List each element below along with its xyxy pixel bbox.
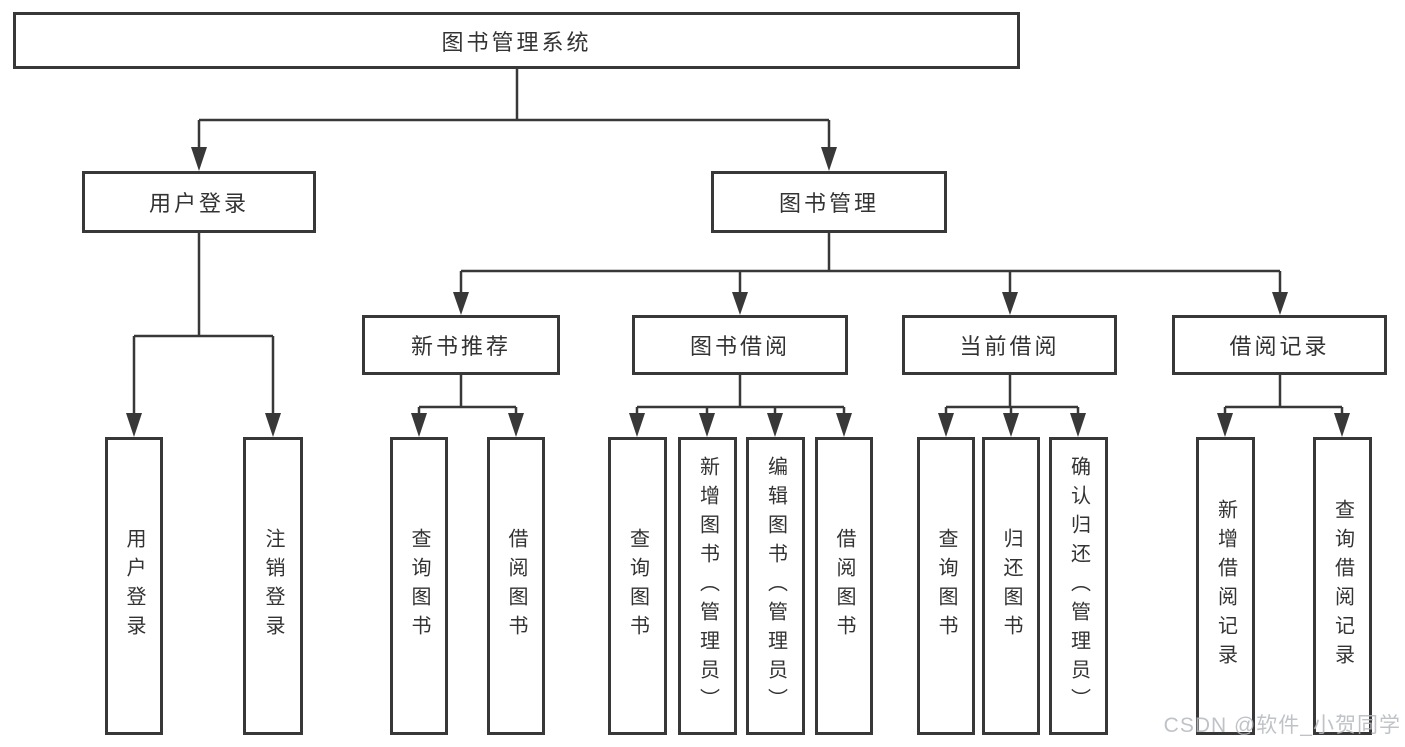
leaf-current-return-books: 归还图书 bbox=[982, 437, 1040, 735]
node-root-label: 图书管理系统 bbox=[441, 29, 592, 55]
leaf-current-confirm-return-admin-label: 确认归还（管理员） bbox=[1067, 455, 1090, 717]
node-current-borrow-label: 当前借阅 bbox=[959, 334, 1060, 359]
leaf-borrow-edit-books-admin: 编辑图书（管理员） bbox=[746, 437, 805, 735]
node-borrow-records: 借阅记录 bbox=[1172, 315, 1387, 375]
connector-new-book-rec-to-leaves bbox=[411, 375, 524, 437]
leaf-logout-label: 注销登录 bbox=[262, 528, 284, 644]
node-new-book-recommend-label: 新书推荐 bbox=[410, 334, 511, 359]
leaf-borrow-query-books: 查询图书 bbox=[608, 437, 667, 735]
connector-borrow-records-to-leaves bbox=[1217, 375, 1350, 437]
leaf-newrec-query-books-label: 查询图书 bbox=[408, 528, 430, 644]
leaf-current-query-books: 查询图书 bbox=[917, 437, 975, 735]
node-borrow-records-label: 借阅记录 bbox=[1229, 334, 1330, 359]
connector-user-login-to-leaves bbox=[126, 233, 281, 437]
node-current-borrow: 当前借阅 bbox=[902, 315, 1117, 375]
leaf-records-add-record-label: 新增借阅记录 bbox=[1214, 499, 1237, 673]
watermark: CSDN @软件_小贺同学 bbox=[1163, 714, 1401, 737]
connector-root-to-level2 bbox=[191, 69, 837, 171]
leaf-logout: 注销登录 bbox=[243, 437, 303, 735]
node-book-management-label: 图书管理 bbox=[778, 191, 879, 216]
leaf-borrow-add-books-admin-label: 新增图书（管理员） bbox=[696, 455, 719, 717]
leaf-newrec-query-books: 查询图书 bbox=[390, 437, 448, 735]
leaf-current-query-books-label: 查询图书 bbox=[935, 528, 957, 644]
leaf-current-return-books-label: 归还图书 bbox=[1000, 528, 1022, 644]
leaf-records-add-record: 新增借阅记录 bbox=[1196, 437, 1255, 735]
node-book-borrow: 图书借阅 bbox=[632, 315, 848, 375]
node-book-borrow-label: 图书借阅 bbox=[689, 334, 790, 359]
leaf-user-login: 用户登录 bbox=[105, 437, 163, 735]
leaf-borrow-edit-books-admin-label: 编辑图书（管理员） bbox=[764, 455, 787, 717]
node-book-management: 图书管理 bbox=[711, 171, 947, 233]
leaf-borrow-borrow-books: 借阅图书 bbox=[815, 437, 873, 735]
leaf-borrow-query-books-label: 查询图书 bbox=[626, 528, 649, 644]
leaf-current-confirm-return-admin: 确认归还（管理员） bbox=[1049, 437, 1108, 735]
node-new-book-recommend: 新书推荐 bbox=[362, 315, 560, 375]
leaf-borrow-add-books-admin: 新增图书（管理员） bbox=[678, 437, 737, 735]
leaf-newrec-borrow-books: 借阅图书 bbox=[487, 437, 545, 735]
connector-current-borrow-to-leaves bbox=[938, 375, 1086, 437]
leaf-user-login-label: 用户登录 bbox=[123, 528, 145, 644]
connector-book-borrow-to-leaves bbox=[629, 375, 852, 437]
leaf-records-query-record: 查询借阅记录 bbox=[1313, 437, 1372, 735]
node-user-login-label: 用户登录 bbox=[148, 191, 249, 216]
leaf-newrec-borrow-books-label: 借阅图书 bbox=[505, 528, 527, 644]
leaf-borrow-borrow-books-label: 借阅图书 bbox=[833, 528, 855, 644]
node-root: 图书管理系统 bbox=[13, 12, 1020, 69]
connector-book-mgmt-to-level3 bbox=[453, 233, 1288, 315]
node-user-login: 用户登录 bbox=[82, 171, 316, 233]
leaf-records-query-record-label: 查询借阅记录 bbox=[1331, 499, 1354, 673]
